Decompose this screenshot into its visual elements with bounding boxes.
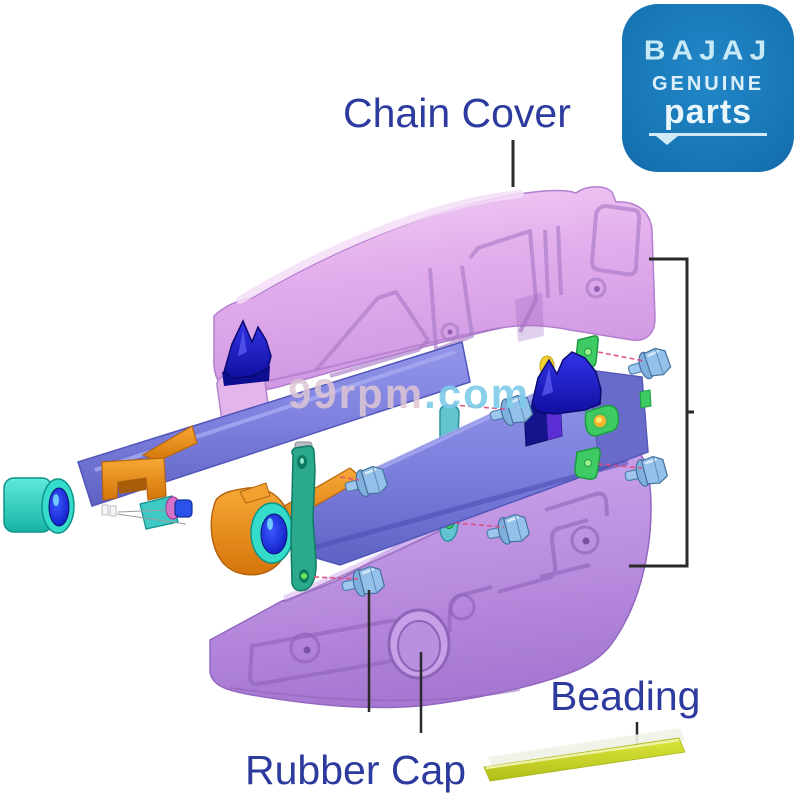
lower-chain-cover bbox=[209, 446, 652, 709]
cover-mount-bracket bbox=[222, 319, 272, 386]
upper-chain-cover bbox=[213, 186, 656, 439]
rubber-cap-boss bbox=[387, 608, 451, 680]
logo-genuine-text: GENUINE bbox=[651, 73, 765, 95]
pivot-fastener bbox=[101, 495, 193, 530]
chevron-down-icon bbox=[656, 136, 678, 145]
rubber-cap-label: Rubber Cap bbox=[245, 747, 467, 793]
cross-brace bbox=[101, 425, 198, 501]
watermark-name: 99rpm bbox=[288, 370, 425, 417]
hanger-strap-front bbox=[290, 441, 317, 592]
swingarm-beam bbox=[291, 335, 652, 566]
leader-lines bbox=[313, 351, 645, 580]
chain-adjuster bbox=[210, 482, 294, 576]
beading-strip bbox=[483, 728, 686, 782]
cover-ribs bbox=[314, 204, 642, 378]
watermark: 99rpm.com bbox=[288, 370, 530, 418]
logo-parts-text: parts bbox=[663, 93, 753, 131]
callout-lines bbox=[367, 140, 694, 757]
chain-cover-label: Chain Cover bbox=[343, 90, 571, 136]
logo-underline bbox=[649, 133, 767, 145]
beading-label: Beading bbox=[550, 673, 701, 719]
logo-brand-text: BAJAJ bbox=[643, 35, 773, 66]
pivot-bushing bbox=[3, 477, 75, 534]
bolt-group-bracket bbox=[629, 257, 694, 568]
beam-mount-bracket bbox=[531, 351, 602, 415]
watermark-tld: .com bbox=[424, 370, 531, 417]
bajaj-genuine-parts-logo: BAJAJ GENUINE parts bbox=[622, 4, 794, 172]
